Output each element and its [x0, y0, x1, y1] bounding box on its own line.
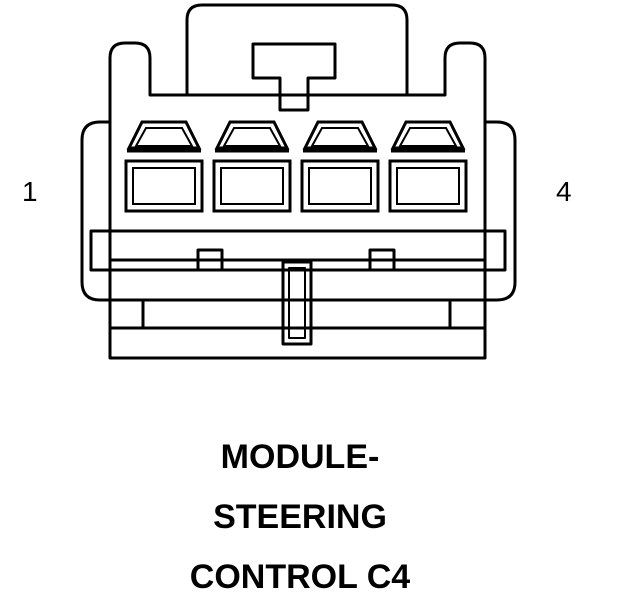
key-tab — [251, 42, 337, 112]
rail-notch-left — [196, 248, 224, 272]
terminal-latch — [214, 120, 290, 150]
terminal-latch — [126, 120, 202, 150]
connector-body — [108, 41, 487, 360]
caption-line-3: CONTROL C4 — [189, 558, 411, 596]
terminal-box-inner — [220, 167, 284, 205]
terminal-box-outer — [300, 159, 380, 213]
terminal-box-inner — [132, 167, 196, 205]
terminal-cavities — [124, 120, 468, 213]
terminal-latch-inner — [398, 127, 458, 147]
terminal-latch-inner — [134, 127, 194, 147]
terminal-box-inner — [308, 167, 372, 205]
rail-notch-right — [368, 248, 396, 272]
terminal-latch — [302, 120, 378, 150]
lower-rail — [89, 229, 507, 272]
terminal-latch-inner — [222, 127, 282, 147]
right-side-ledge — [485, 120, 517, 302]
caption-line-1: MODULE- — [220, 438, 380, 476]
terminal-cavity — [212, 120, 292, 213]
caption-line-2: STEERING — [213, 498, 387, 536]
top-latch — [185, 3, 409, 95]
terminal-box-outer — [212, 159, 292, 213]
bottom-key — [281, 260, 313, 346]
terminal-latch — [390, 120, 466, 150]
left-side-ledge — [80, 120, 110, 302]
terminal-cavity — [388, 120, 468, 213]
terminal-cavity — [300, 120, 380, 213]
pin-label-left: 1 — [22, 176, 38, 207]
terminal-box-outer — [388, 159, 468, 213]
terminal-box-inner — [396, 167, 460, 205]
pin-label-right: 4 — [556, 176, 572, 207]
terminal-box-outer — [124, 159, 204, 213]
terminal-cavity — [124, 120, 204, 213]
terminal-latch-inner — [310, 127, 370, 147]
bottom-key-inner — [288, 267, 306, 339]
